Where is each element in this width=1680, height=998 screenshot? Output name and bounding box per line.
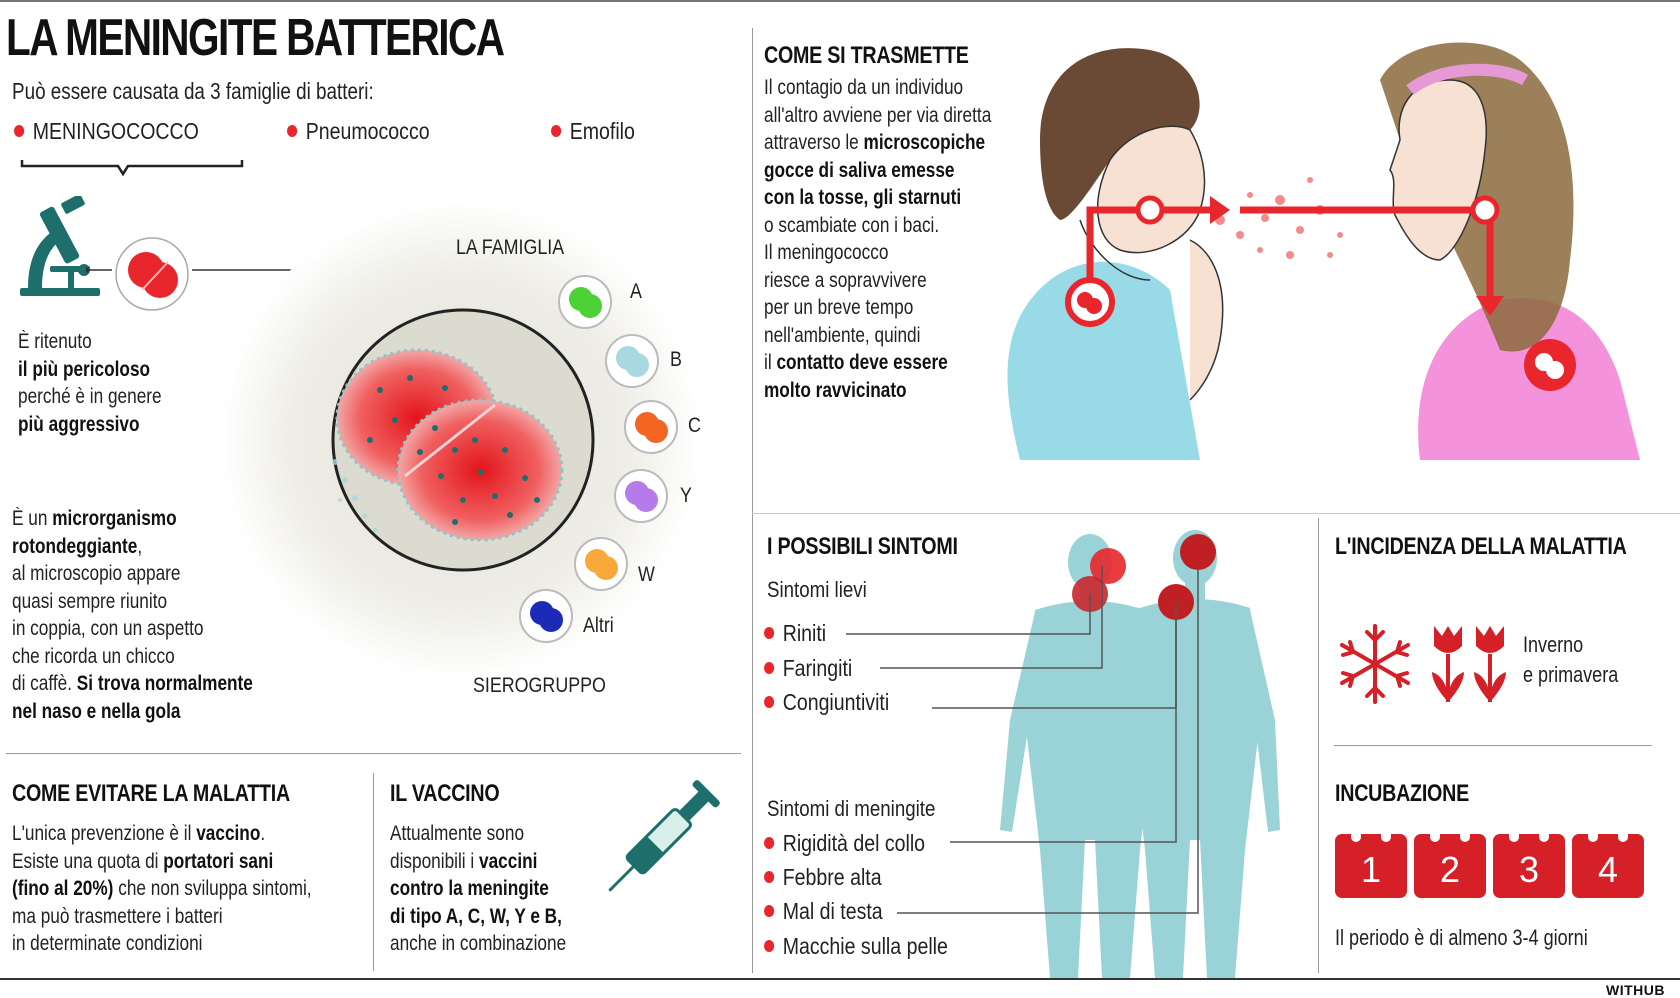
bottom-border — [0, 978, 1680, 980]
calendar-day-3-icon: 3 — [1493, 828, 1565, 898]
family-pneumococco: Pneumococco — [287, 118, 430, 145]
serogroup-a-label: A — [630, 280, 642, 303]
serogroup-c-label: C — [688, 414, 701, 437]
page-title: LA MENINGITE BATTERICA — [6, 9, 505, 67]
symptom-mal-di-testa: Mal di testa — [764, 898, 883, 925]
bullet-dot — [764, 626, 775, 639]
symptom-macchie: Macchie sulla pelle — [764, 933, 948, 960]
divider-incidence — [1334, 745, 1652, 746]
family-emofilo: Emofilo — [551, 118, 635, 145]
serogroup-altri — [518, 588, 574, 644]
serogroup-y-icon — [614, 469, 668, 523]
divider-right-vertical — [1318, 518, 1319, 973]
serogroup-c-icon — [624, 400, 678, 454]
symptoms-title: I POSSIBILI SINTOMI — [767, 533, 958, 560]
serogroup-b-label: B — [670, 348, 682, 371]
avoid-title: COME EVITARE LA MALATTIA — [12, 780, 290, 807]
serogroup-w — [573, 536, 629, 592]
symptom-febbre: Febbre alta — [764, 864, 882, 891]
serogroup-b-icon — [605, 334, 659, 388]
dangerous-text: È ritenuto il più pericoloso perché è in… — [18, 330, 162, 436]
intro-text: Può essere causata da 3 famiglie di batt… — [12, 78, 374, 104]
transmission-illustration — [1007, 42, 1640, 460]
vaccine-title: IL VACCINO — [390, 780, 500, 807]
incubation-title: INCUBAZIONE — [1335, 780, 1469, 807]
bullet-dot — [764, 904, 775, 917]
incubation-note: Il periodo è di almeno 3-4 giorni — [1335, 925, 1588, 950]
incidence-title: L'INCIDENZA DELLA MALATTIA — [1335, 533, 1627, 560]
body-silhouettes — [846, 530, 1280, 978]
avoid-text: L'unica prevenzione è il vaccino. Esiste… — [12, 822, 312, 955]
family-meningococco: MENINGOCOCCO — [14, 118, 199, 145]
tulips-icon — [1432, 626, 1506, 702]
calendar-day-4-icon: 4 — [1572, 828, 1644, 898]
bullet-dot — [764, 870, 775, 883]
symptom-riniti: Riniti — [764, 620, 826, 647]
vaccine-text: Attualmente sono disponibili i vaccini c… — [390, 822, 567, 955]
divider-left-vertical — [373, 773, 374, 971]
symptom-faringiti: Faringiti — [764, 655, 852, 682]
bullet-dot — [287, 124, 298, 137]
snowflake-icon — [1340, 624, 1410, 704]
serogroup-y-label: Y — [680, 484, 692, 507]
divider-vertical-main — [752, 28, 753, 973]
microscope-icon — [20, 196, 100, 296]
symptom-congiuntiviti: Congiuntiviti — [764, 689, 889, 716]
top-border — [0, 0, 1680, 2]
mild-symptoms-title: Sintomi lievi — [767, 577, 867, 602]
bullet-dot — [551, 124, 562, 137]
bullet-dot — [14, 124, 25, 137]
serogroup-label: SIEROGRUPPO — [473, 674, 606, 697]
divider-left-horizontal — [6, 753, 741, 754]
serogroup-a — [557, 274, 613, 330]
serogroup-w-label: W — [638, 563, 655, 586]
calendar-day-1-icon: 1 — [1335, 828, 1407, 898]
credit: WITHUB — [1606, 982, 1665, 998]
calendar-day-2-icon: 2 — [1414, 828, 1486, 898]
transmission-text: Il contagio da un individuo all'altro av… — [764, 76, 992, 402]
serogroup-a-icon — [558, 275, 612, 329]
meningitis-symptoms-title: Sintomi di meningite — [767, 796, 936, 821]
bullet-dot — [764, 695, 775, 708]
bacterium-detail-icon — [115, 237, 189, 311]
microorganism-text: È un microrganismo rotondeggiante, al mi… — [12, 507, 253, 723]
serogroup-y — [613, 468, 669, 524]
divider-right-horizontal — [752, 513, 1680, 514]
serogroup-altri-icon — [519, 589, 573, 643]
bullet-dot — [764, 661, 775, 674]
incidence-seasons: Inverno e primavera — [1523, 632, 1619, 687]
symptom-rigidita: Rigidità del collo — [764, 830, 925, 857]
bracket — [20, 160, 244, 177]
syringe-icon — [608, 780, 720, 892]
serogroup-c — [623, 399, 679, 455]
serogroup-altri-label: Altri — [583, 614, 614, 637]
bullet-dot — [764, 939, 775, 952]
serogroup-b — [604, 333, 660, 389]
transmission-title: COME SI TRASMETTE — [764, 42, 969, 69]
bullet-dot — [764, 836, 775, 849]
serogroup-w-icon — [574, 537, 628, 591]
family-label: LA FAMIGLIA — [456, 236, 565, 259]
